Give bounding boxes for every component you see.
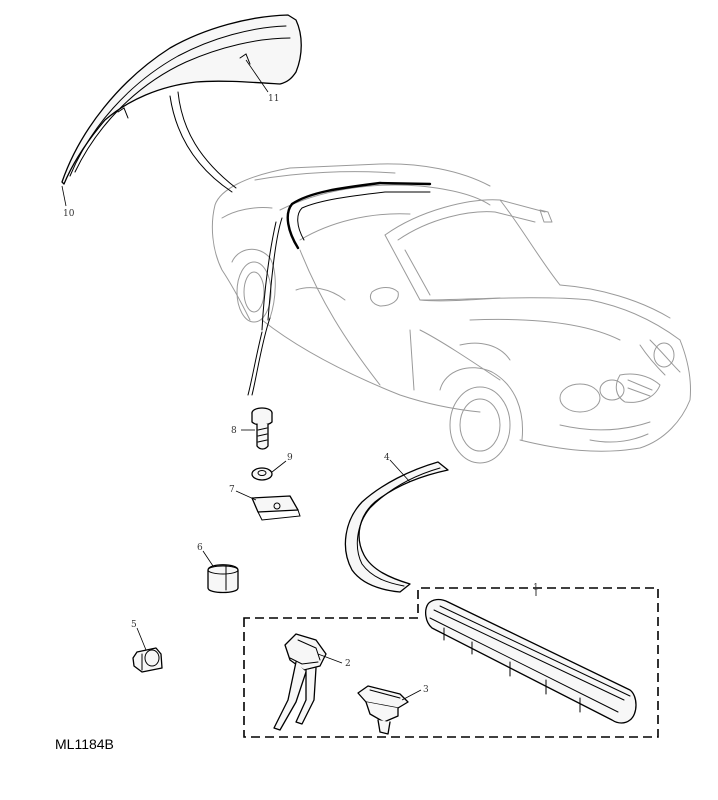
part-5-plug [132,647,163,673]
part-3-clip [357,685,409,735]
part-2-clip [273,633,327,731]
callouts: 1 2 3 4 5 6 7 8 9 10 11 [63,94,539,695]
callout-11: 11 [268,94,279,104]
part-4-seal [344,461,449,593]
car-outline [211,163,691,464]
part-11-cover-panel [61,14,302,185]
part-7-bracket [251,495,301,521]
callout-7: 7 [229,485,235,495]
part-8-bolt [251,407,273,450]
drawing-code: ML1184B [55,736,114,752]
callout-9: 9 [287,453,293,463]
callout-4: 4 [384,453,390,463]
leader-lines [61,59,537,701]
part-6-sleeve [207,564,239,594]
part-10-strap [169,91,237,193]
part-9-nut [251,467,273,481]
callout-6: 6 [197,543,203,553]
part-1-finisher [425,598,637,724]
callout-1: 1 [533,583,539,593]
callout-5: 5 [131,620,137,630]
callout-10: 10 [63,209,75,219]
callout-3: 3 [423,685,429,695]
callout-2: 2 [345,659,351,669]
part-4-seal-on-car [247,181,432,396]
kit-group-box [243,587,659,738]
callout-8: 8 [231,426,237,436]
